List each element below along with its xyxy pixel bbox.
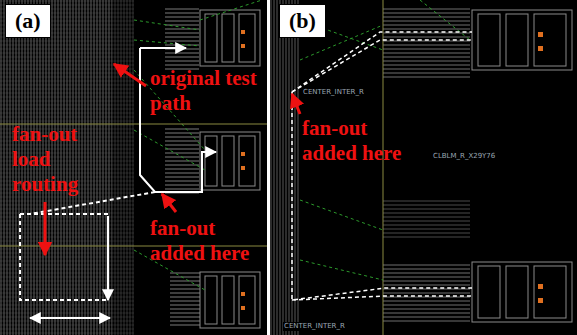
panel-letter: (a)	[15, 8, 41, 34]
panel-letter: (b)	[289, 8, 316, 34]
annotation-label: original test path	[150, 66, 260, 116]
panel-label-box: (b)	[279, 4, 326, 38]
tile-name: CLBLM_R_X29Y76	[432, 152, 496, 161]
tile-name: CENTER_INTER_R	[283, 322, 346, 331]
annotation-label: fan-out added here	[150, 216, 266, 266]
panel-label-box: (a)	[5, 4, 51, 38]
tile-name: CENTER_INTER_R	[302, 88, 365, 97]
annotation-label: fan-out added here	[302, 116, 418, 166]
annotation-label: fan-out load routing	[12, 122, 94, 197]
